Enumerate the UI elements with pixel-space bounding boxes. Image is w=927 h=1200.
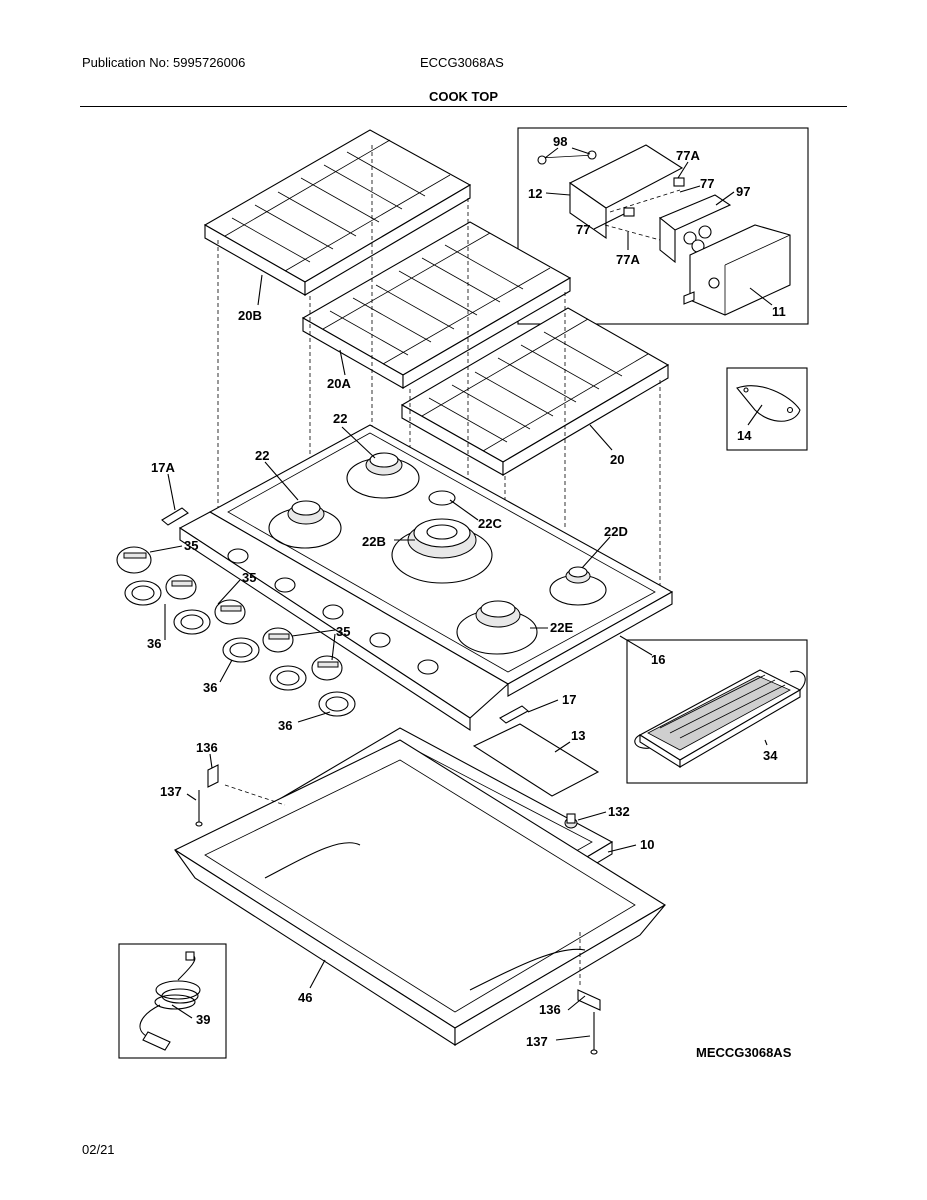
callout-39: 39 [196,1012,210,1027]
callout-17A: 17A [151,460,175,475]
burner-22E [456,600,538,655]
callout-132: 132 [608,804,630,819]
callout-77A-top: 77A [676,148,700,163]
cover-13 [472,723,600,797]
callout-20A: 20A [327,376,351,391]
callout-137-bottom: 137 [526,1034,548,1049]
section-title: COOK TOP [428,89,499,104]
inset-griddle [626,639,808,784]
burner-22C-cap [428,490,456,506]
callout-77-mid: 77 [576,222,590,237]
callout-97: 97 [736,184,750,199]
footer-date: 02/21 [82,1142,115,1157]
grate-20 [400,307,670,476]
callout-22B: 22B [362,534,386,549]
burner-22D [549,566,607,606]
callout-22-left: 22 [255,448,269,463]
callout-22D: 22D [604,524,628,539]
fasteners [195,764,601,1055]
callout-12: 12 [528,186,542,201]
callout-36-c: 36 [278,718,292,733]
burner-22B [391,518,493,584]
callout-35-c: 35 [336,624,350,639]
leader-lines [149,147,773,1041]
publication-number: Publication No: 5995726006 [82,55,246,70]
callout-77-top: 77 [700,176,714,191]
callout-13: 13 [571,728,585,743]
inset-power-cord [118,943,227,1059]
diagram-id: MECCG3068AS [696,1045,792,1060]
callout-20: 20 [610,452,624,467]
callout-136-bottom: 136 [539,1002,561,1017]
part-17A [161,507,189,526]
callout-22-top: 22 [333,411,347,426]
callout-16: 16 [651,652,665,667]
inset-valve-assembly [517,127,809,325]
burner-22-top [346,452,420,499]
header-rule [80,106,847,107]
inset-part-14 [726,367,808,451]
burner-box-46 [173,739,667,1047]
bezels-36 [124,580,356,717]
burner-22-left [268,500,342,549]
cooktop-16 [178,424,674,732]
callout-77A-bottom: 77A [616,252,640,267]
callout-36-b: 36 [203,680,217,695]
callout-137-top: 137 [160,784,182,799]
callout-34: 34 [763,748,778,763]
callout-46: 46 [298,990,312,1005]
callout-98: 98 [553,134,567,149]
callout-10: 10 [640,837,654,852]
callout-35-b: 35 [242,570,256,585]
callout-17: 17 [562,692,576,707]
callout-20B: 20B [238,308,262,323]
model-number: ECCG3068AS [420,55,504,70]
callout-36-a: 36 [147,636,161,651]
callout-14: 14 [737,428,752,443]
callout-136-top: 136 [196,740,218,755]
part-17 [499,705,529,724]
callout-22E: 22E [550,620,573,635]
callout-11: 11 [772,304,786,319]
callout-35-a: 35 [184,538,198,553]
knobs-35 [116,546,343,681]
callout-labels: 98 77A 77 97 12 77 77A 11 20B 20A 20 14 … [147,134,792,1060]
grate-20A [301,221,572,389]
callout-22C: 22C [478,516,502,531]
grate-20B [203,129,472,296]
